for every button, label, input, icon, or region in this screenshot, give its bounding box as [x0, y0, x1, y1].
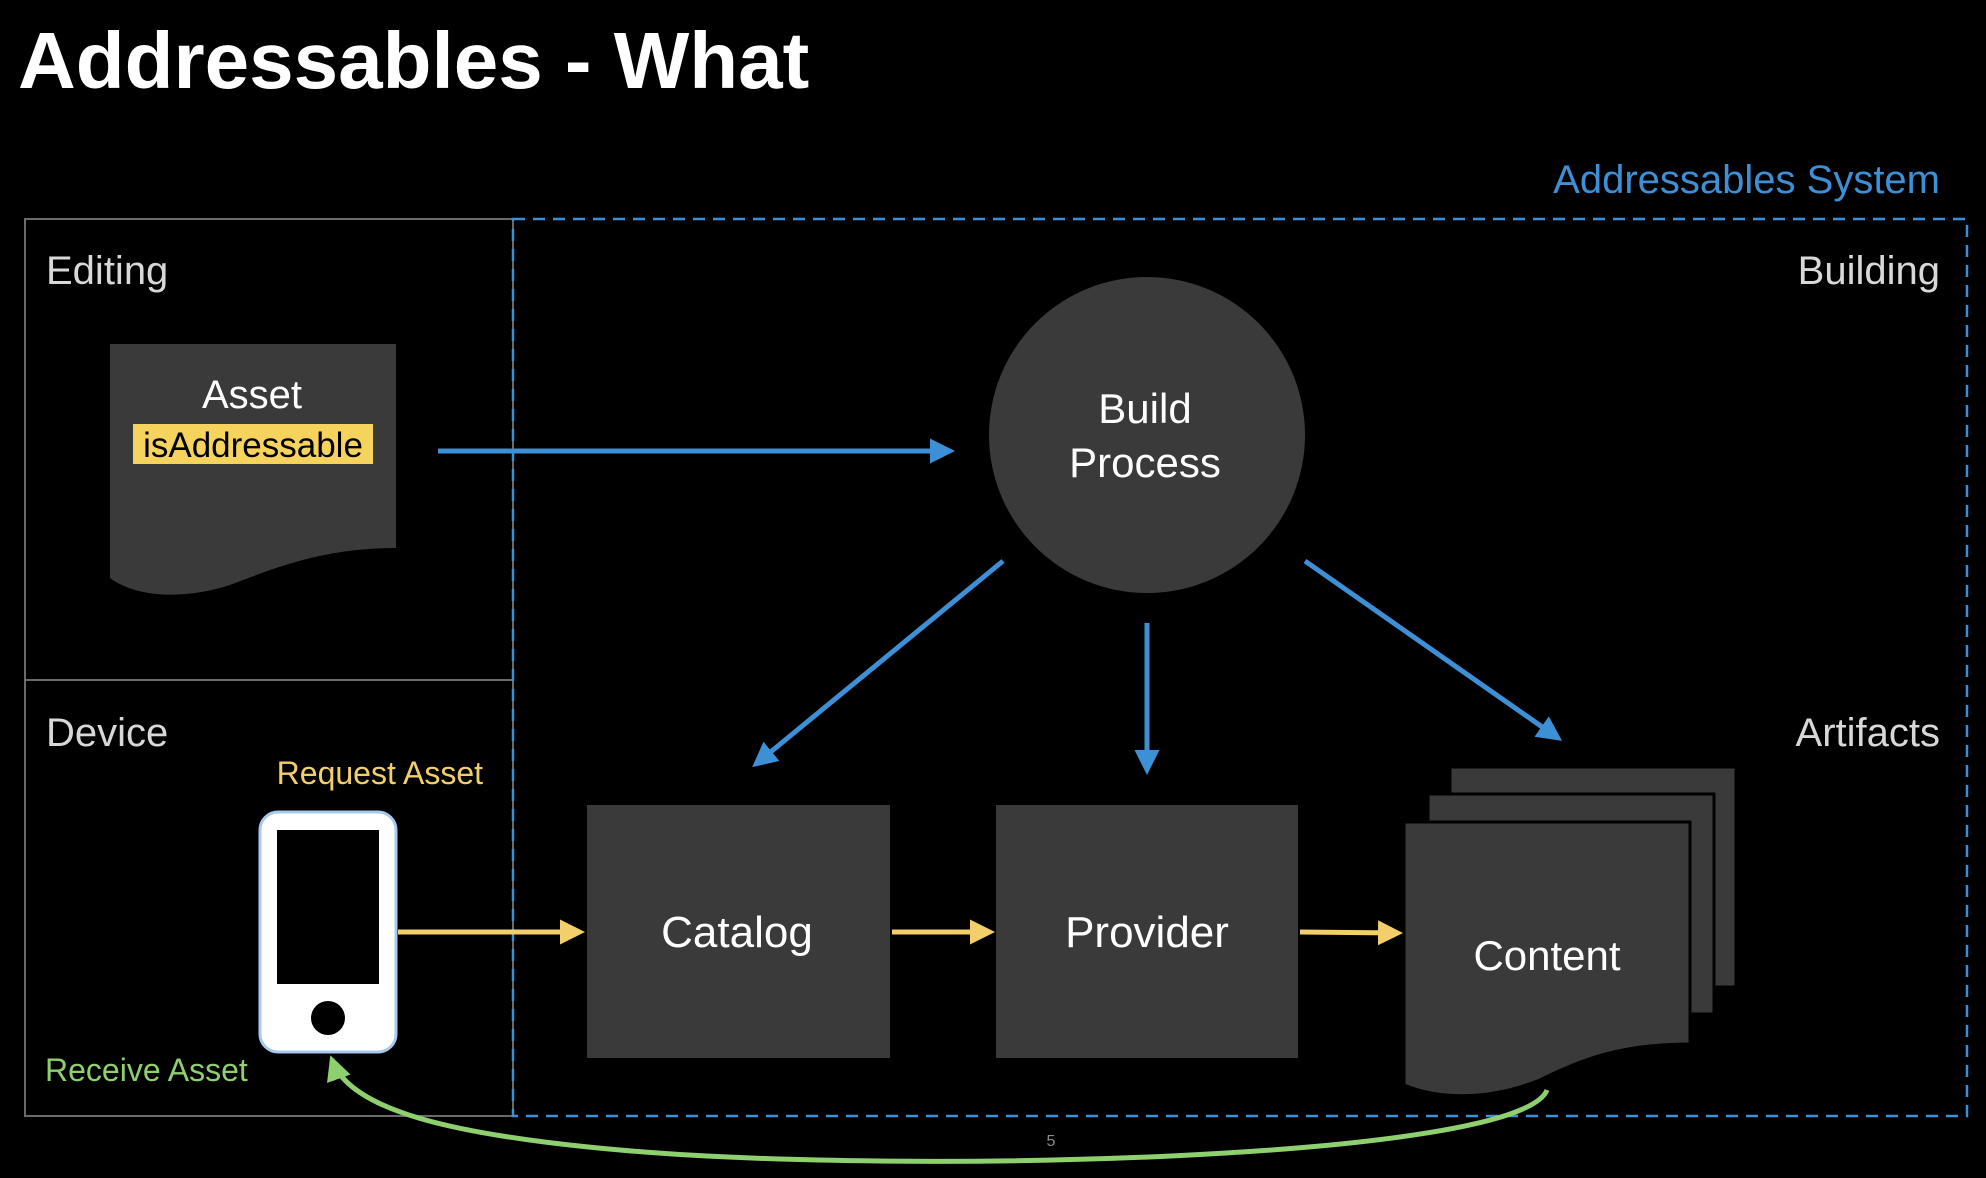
request-asset-label: Request Asset [277, 755, 483, 791]
asset-document [110, 344, 396, 595]
arrow-build-to-content [1303, 558, 1563, 741]
building-label: Building [1798, 249, 1940, 293]
artifacts-label: Artifacts [1796, 711, 1940, 755]
asset-label: Asset [202, 373, 302, 417]
build-label-line1: Build [1098, 385, 1191, 432]
arrow-build-to-catalog [752, 559, 1005, 768]
phone-icon [258, 810, 398, 1054]
slide-title: Addressables - What [18, 16, 809, 105]
provider-node [996, 805, 1298, 1058]
provider-label: Provider [1065, 908, 1229, 957]
build-process-node [989, 277, 1305, 593]
is-addressable-label: isAddressable [143, 426, 363, 465]
system-label: Addressables System [1553, 158, 1940, 202]
build-label-line2: Process [1069, 439, 1221, 486]
device-label: Device [46, 711, 168, 755]
receive-asset-label: Receive Asset [45, 1052, 248, 1088]
arrow-content-to-phone [327, 1055, 1550, 1164]
system-boundary [511, 217, 1969, 1118]
arrow-provider-to-content [1299, 920, 1403, 946]
catalog-label: Catalog [661, 908, 813, 957]
page-number: 5 [1047, 1133, 1056, 1150]
is-addressable-highlight [133, 424, 373, 464]
catalog-node [587, 805, 890, 1058]
content-document [1402, 820, 1692, 1098]
editing-label: Editing [46, 249, 168, 293]
content-label: Content [1473, 932, 1620, 979]
